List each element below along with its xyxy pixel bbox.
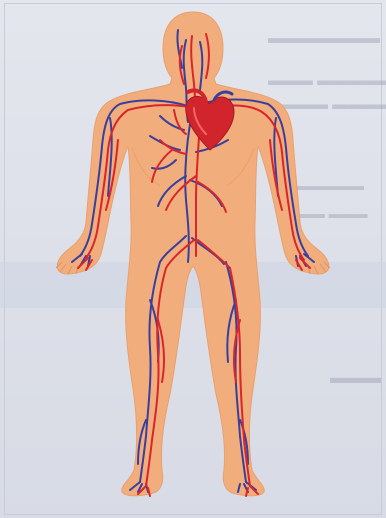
body-silhouette: [57, 12, 328, 496]
human-body-figure: [56, 12, 330, 496]
